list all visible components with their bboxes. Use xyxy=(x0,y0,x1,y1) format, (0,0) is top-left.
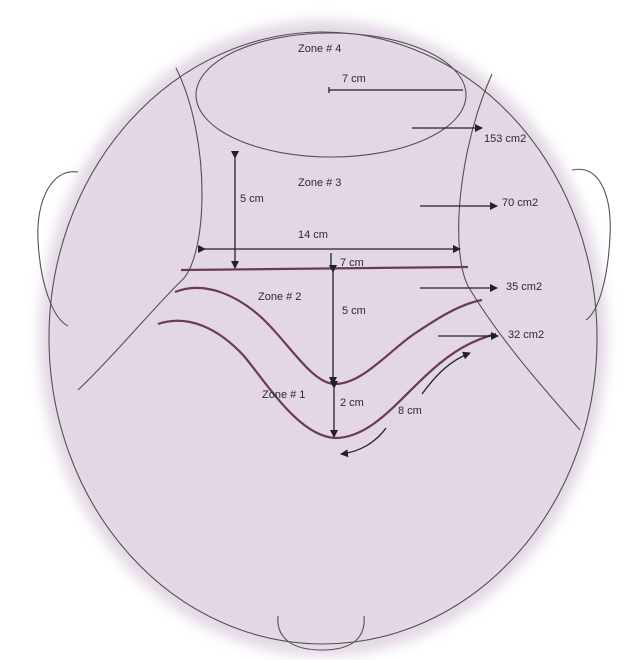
zone-2-area: 35 cm2 xyxy=(506,281,542,293)
zone-4-area: 153 cm2 xyxy=(484,133,526,145)
zone-4-label: Zone # 4 xyxy=(298,43,341,55)
zone-3-label: Zone # 3 xyxy=(298,177,341,189)
zone-3-height-label: 5 cm xyxy=(240,193,264,205)
zone-2-label: Zone # 2 xyxy=(258,291,301,303)
zone-3-width-label: 14 cm xyxy=(298,229,328,241)
zone-4-radius-label: 7 cm xyxy=(342,73,366,85)
zone-2-top-label: 7 cm xyxy=(340,257,364,269)
zone-1-area: 32 cm2 xyxy=(508,329,544,341)
zone-3-area: 70 cm2 xyxy=(502,197,538,209)
zone-1-curve-label: 8 cm xyxy=(398,405,422,417)
zone-1-label: Zone # 1 xyxy=(262,389,305,401)
zone-1-height-label: 2 cm xyxy=(340,397,364,409)
zone-2-height-label: 5 cm xyxy=(342,305,366,317)
